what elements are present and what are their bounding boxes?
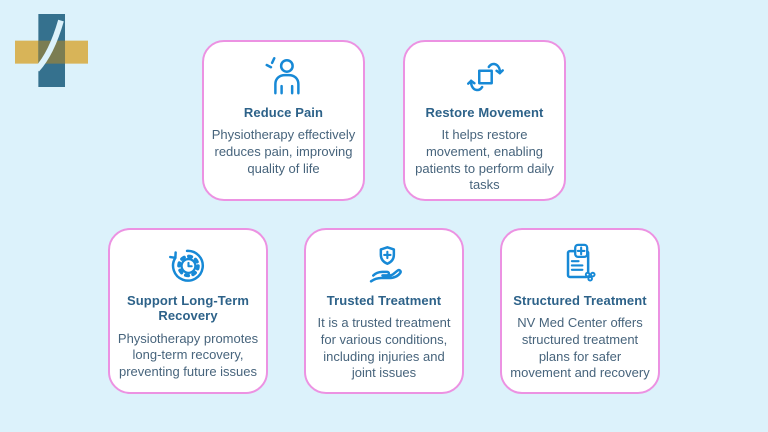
card-description: It is a trusted treatment for various co… xyxy=(317,315,451,381)
card-description: NV Med Center offers structured treatmen… xyxy=(510,315,650,381)
card-title: Reduce Pain xyxy=(243,105,324,120)
card-structured-treatment: Structured Treatment NV Med Center offer… xyxy=(500,228,660,394)
card-trusted-treatment: Trusted Treatment It is a trusted treatm… xyxy=(304,228,464,394)
document-medical-icon xyxy=(508,242,652,288)
card-title: Structured Treatment xyxy=(513,293,647,308)
card-description: Physiotherapy promotes long-term recover… xyxy=(117,330,259,379)
card-description: Physiotherapy effectively reduces pain, … xyxy=(211,127,356,176)
card-title: Trusted Treatment xyxy=(326,293,442,308)
card-title: Support Long-Term Recovery xyxy=(126,293,250,324)
medical-cross-logo xyxy=(15,14,88,87)
card-restore-movement: Restore Movement It helps restore moveme… xyxy=(403,40,566,201)
benefits-row-top: Reduce Pain Physiotherapy effectively re… xyxy=(0,40,768,201)
card-support-long-term-recovery: Support Long-Term Recovery Physiotherapy… xyxy=(108,228,268,394)
benefits-row-bottom: Support Long-Term Recovery Physiotherapy… xyxy=(0,228,768,394)
gear-refresh-icon xyxy=(116,242,260,288)
person-pain-icon xyxy=(210,54,357,100)
shield-hand-icon xyxy=(312,242,456,288)
card-title: Restore Movement xyxy=(425,105,544,120)
card-description: It helps restore movement, enabling pati… xyxy=(415,127,554,193)
rotate-square-icon xyxy=(411,54,558,100)
medical-cross-logo-graphic xyxy=(15,14,88,87)
card-reduce-pain: Reduce Pain Physiotherapy effectively re… xyxy=(202,40,365,201)
